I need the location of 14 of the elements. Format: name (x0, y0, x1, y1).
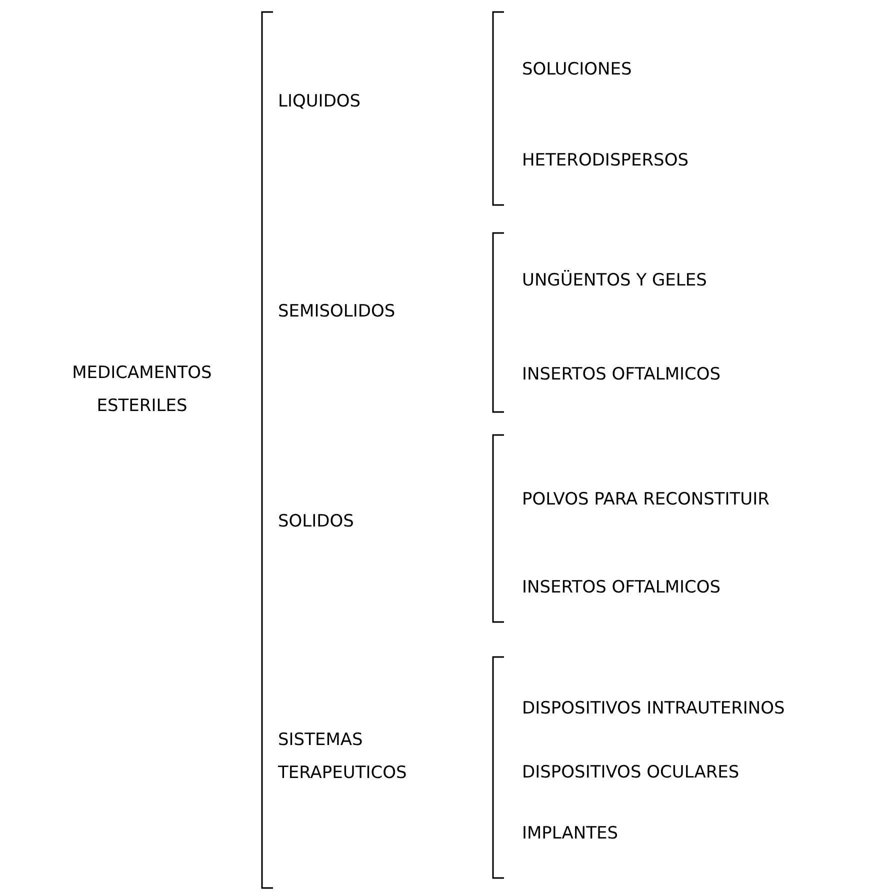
item-label: UNGÜENTOS Y GELES (522, 269, 707, 292)
item-label: POLVOS PARA RECONSTITUIR (522, 488, 770, 512)
item-label: DISPOSITIVOS OCULARES (522, 762, 740, 784)
category-label: LIQUIDOS (278, 90, 362, 114)
category-label: MEDICAMENTOS ESTERILES (71, 362, 213, 418)
item-label: SOLUCIONES (522, 58, 632, 82)
item-label: HETERODISPERSOS (522, 150, 689, 172)
category-label: SEMISOLIDOS (278, 300, 396, 324)
item-label: IMPLANTES (522, 822, 618, 846)
category-label: SOLIDOS (278, 510, 355, 534)
category-label: SISTEMAS TERAPEUTICOS (278, 729, 408, 785)
item-label: INSERTOS OFTALMICOS (522, 364, 721, 386)
item-label: DISPOSITIVOS INTRAUTERINOS (522, 698, 785, 720)
item-label: INSERTOS OFTALMICOS (522, 576, 721, 600)
